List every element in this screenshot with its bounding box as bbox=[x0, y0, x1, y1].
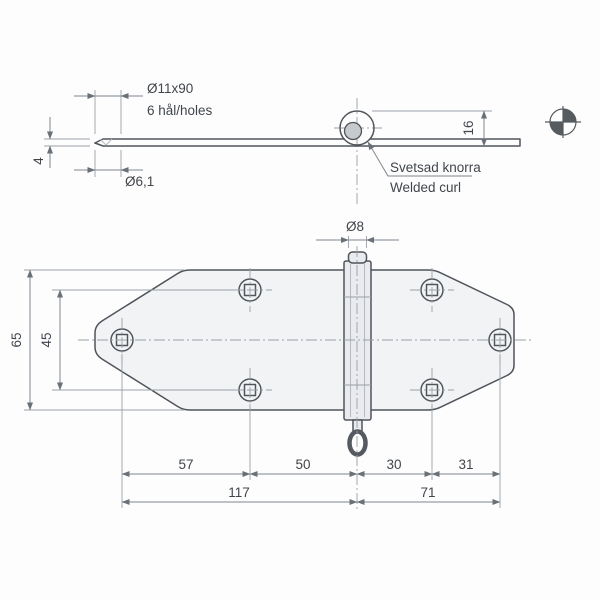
curl-outer bbox=[339, 110, 375, 146]
dim-thickness: 4 bbox=[31, 117, 90, 168]
dim-30-label: 30 bbox=[386, 457, 401, 472]
weld-note-english: Welded curl bbox=[390, 180, 461, 195]
hinge-barrel bbox=[343, 260, 372, 421]
curl-inner bbox=[343, 121, 363, 141]
dim-countersink: Ø11x90 6 hål/holes bbox=[74, 81, 213, 134]
weld-note: Svetsad knorra Welded curl bbox=[367, 141, 481, 195]
dim-hole-row-spacing: 45 bbox=[39, 289, 242, 391]
dim-pin-label: Ø8 bbox=[346, 219, 364, 234]
dim-thickness-label: 4 bbox=[31, 157, 46, 165]
dim-curl-height: 16 bbox=[372, 110, 492, 147]
dim-overall-height: 65 bbox=[9, 269, 184, 411]
plate-bottom-edge bbox=[94, 138, 521, 147]
dim-31-label: 31 bbox=[458, 457, 473, 472]
plan-view: Ø8 65 45 57 50 bbox=[9, 219, 534, 512]
dim-50-label: 50 bbox=[295, 457, 310, 472]
pin-curl-loop bbox=[347, 429, 368, 457]
dim-row-overall: 117 71 bbox=[121, 485, 501, 506]
dim-row-hole-spacing: 57 50 30 31 bbox=[121, 457, 501, 478]
holes-count-note: 6 hål/holes bbox=[147, 103, 213, 118]
side-view: Ø11x90 6 hål/holes Ø6,1 4 16 bbox=[31, 81, 521, 205]
dim-57-label: 57 bbox=[178, 457, 193, 472]
weld-note-swedish: Svetsad knorra bbox=[390, 160, 481, 175]
projection-symbol-quadrant-sw bbox=[550, 122, 563, 135]
dim-countersink-label: Ø11x90 bbox=[147, 81, 193, 96]
countersink-profile bbox=[99, 138, 113, 146]
dim-hole-diameter-label: Ø6,1 bbox=[125, 174, 154, 189]
pin-top-cap bbox=[347, 251, 368, 264]
dim-hole-diameter: Ø6,1 bbox=[74, 150, 154, 189]
plate-top-edge bbox=[94, 138, 345, 144]
weld-note-leader bbox=[367, 141, 472, 177]
projection-symbol bbox=[545, 106, 581, 138]
dim-pin: Ø8 bbox=[316, 219, 399, 248]
dim-curl-height-label: 16 bbox=[461, 120, 476, 135]
dim-overall-height-label: 65 bbox=[9, 332, 24, 347]
dim-117-label: 117 bbox=[228, 485, 250, 500]
projection-symbol-quadrant-ne bbox=[563, 109, 576, 122]
dim-hole-row-spacing-label: 45 bbox=[39, 332, 54, 347]
dim-71-label: 71 bbox=[420, 485, 435, 500]
bottom-extension-lines bbox=[121, 354, 501, 508]
